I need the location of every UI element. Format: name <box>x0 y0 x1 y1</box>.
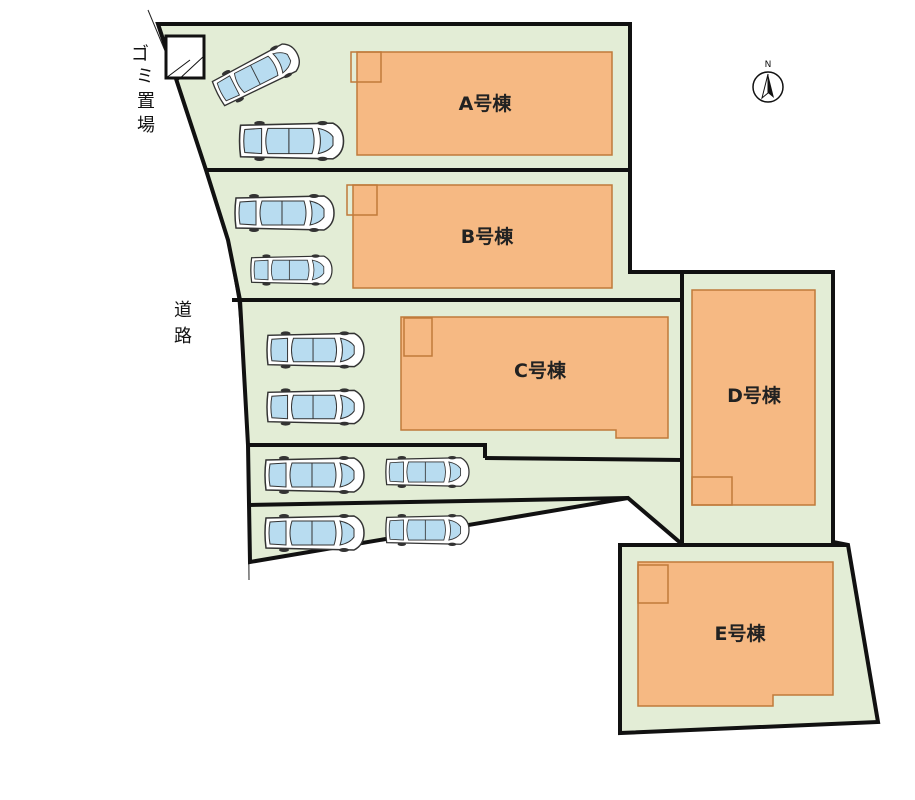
label-d: D号棟 <box>727 384 782 407</box>
garbage-label-2: ミ <box>136 66 154 87</box>
car-icon <box>266 387 365 427</box>
compass-icon: N <box>752 60 784 103</box>
garbage-label-4: 場 <box>137 115 155 136</box>
lot-dividers <box>206 168 848 547</box>
car-icon <box>266 330 365 370</box>
car-icon <box>238 120 345 162</box>
road-label-2: 路 <box>174 326 192 347</box>
label-c: C号棟 <box>514 359 567 382</box>
car-icon <box>264 513 365 553</box>
car-icon <box>385 513 470 547</box>
label-b: B号棟 <box>461 225 514 248</box>
house-b[interactable]: B号棟 <box>346 184 613 289</box>
garbage-label: ゴ ミ 置 場 <box>131 44 155 136</box>
car-icon <box>385 455 470 489</box>
garbage-label-3: 置 <box>137 91 155 112</box>
car-icon <box>264 455 365 495</box>
garbage-area <box>164 34 206 83</box>
house-d[interactable]: D号棟 <box>691 289 816 506</box>
label-a: A号棟 <box>459 92 513 115</box>
car-icon <box>234 193 335 233</box>
car-icon <box>250 253 333 287</box>
house-e[interactable]: E号棟 <box>637 561 834 707</box>
road-label: 道 路 <box>174 300 192 347</box>
house-c[interactable]: C号棟 <box>400 316 669 439</box>
house-a[interactable]: A号棟 <box>350 51 613 156</box>
garbage-label-1: ゴ <box>131 44 149 65</box>
road-label-1: 道 <box>174 300 192 321</box>
compass-label: N <box>765 60 772 70</box>
label-e: E号棟 <box>715 622 767 645</box>
